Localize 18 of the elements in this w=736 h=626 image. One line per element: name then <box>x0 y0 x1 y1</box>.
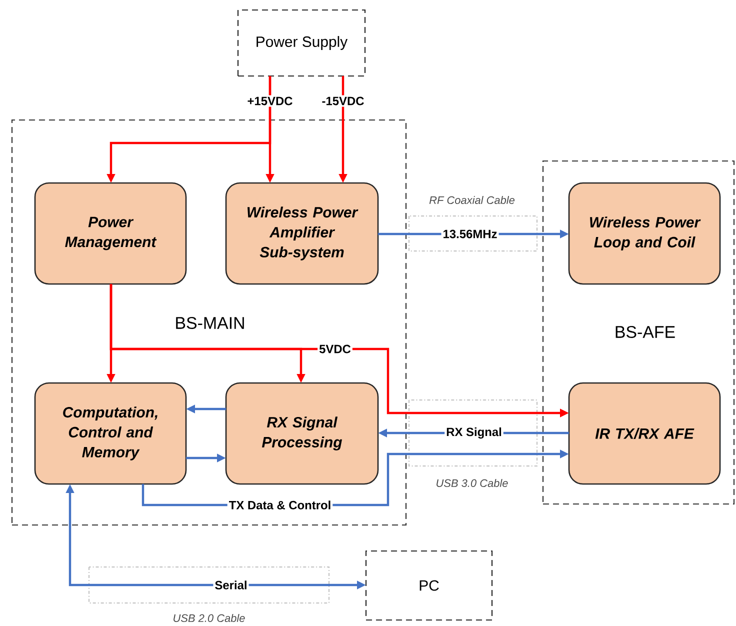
process-box: Power Management <box>34 182 187 285</box>
edge-label: 5VDC <box>318 343 352 355</box>
process-box: Wireless Power Loop and Coil <box>568 182 721 285</box>
edge-label: +15VDC <box>246 95 294 107</box>
external-box: PC <box>365 550 493 621</box>
process-box: Wireless Power Amplifier Sub-system <box>225 182 379 285</box>
cable-caption: RF Coaxial Cable <box>429 196 514 204</box>
process-box: RX Signal Processing <box>225 382 379 485</box>
edge-label: RX Signal <box>444 426 504 440</box>
edge-label: 13.56MHz <box>441 228 499 240</box>
cable-caption: USB 3.0 Cable <box>436 478 508 488</box>
edge-label: -15VDC <box>320 95 366 107</box>
edge-label: Serial <box>213 579 249 591</box>
process-box: IR TX/RX AFE <box>568 382 721 485</box>
process-box: Computation, Control and Memory <box>34 382 187 485</box>
edge-label: TX Data & Control <box>227 499 333 511</box>
cable-caption: USB 2.0 Cable <box>174 614 245 622</box>
external-box: Power Supply <box>237 9 366 77</box>
